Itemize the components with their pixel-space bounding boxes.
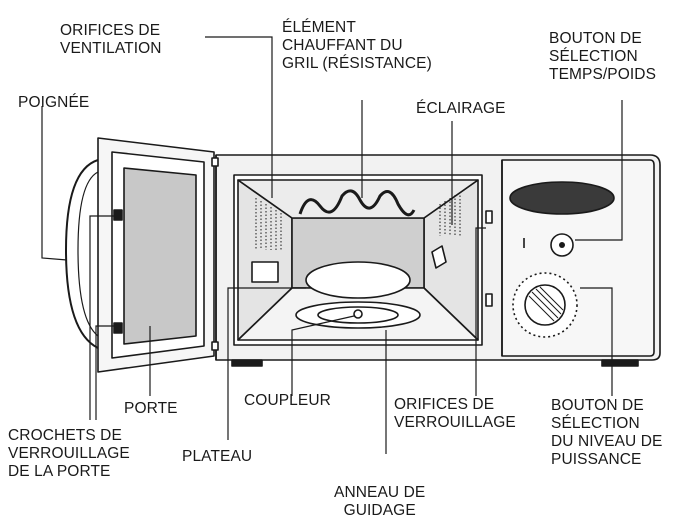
timer-knob-center [559, 242, 565, 248]
hinge-top [211, 157, 219, 167]
leader-plateau [227, 287, 306, 440]
grill-element [298, 189, 416, 217]
lock-hole-bottom [485, 293, 493, 307]
coupler [353, 309, 363, 319]
label-crochets: CROCHETS DE VERROUILLAGE DE LA PORTE [8, 427, 130, 480]
leader-bouton-temps [575, 100, 623, 241]
door-window [123, 167, 197, 345]
label-poignee: POIGNÉE [18, 94, 90, 111]
light-grille [439, 192, 461, 236]
label-coupleur: COUPLEUR [244, 392, 331, 409]
glass-tray [305, 261, 411, 299]
leader-poignee [41, 106, 68, 261]
oven-foot-left [231, 359, 263, 367]
label-plateau: PLATEAU [182, 448, 253, 465]
label-porte: PORTE [124, 400, 178, 417]
label-eclairage: ÉCLAIRAGE [416, 100, 506, 117]
light-bracket [431, 245, 447, 269]
leader-orifices-ventilation [205, 36, 273, 198]
leader-coupleur [291, 315, 355, 396]
label-element-chauffant: ÉLÉMENT CHAUFFANT DU GRIL (RÉSISTANCE) [282, 19, 432, 72]
leader-lines [41, 36, 623, 454]
leader-bouton-puissance [580, 287, 613, 396]
leader-orifices-verrouillage [475, 227, 486, 396]
door-hook-top [113, 209, 123, 221]
label-bouton-puissance: BOUTON DE SÉLECTION DU NIVEAU DE PUISSAN… [551, 397, 663, 468]
ventilation-holes [255, 198, 282, 250]
label-orifices-verrouillage: ORIFICES DE VERROUILLAGE [394, 396, 516, 431]
oven-foot-right [601, 359, 639, 367]
label-anneau: ANNEAU DE GUIDAGE [334, 484, 426, 519]
roller-ring-inner [317, 306, 399, 324]
lock-hole-top [485, 210, 493, 224]
hinge-bottom [211, 341, 219, 351]
door-handle-inner [77, 171, 99, 337]
label-orifices-ventilation: ORIFICES DE VENTILATION [60, 22, 162, 57]
leader-crochets-2 [95, 325, 114, 420]
label-bouton-temps: BOUTON DE SÉLECTION TEMPS/POIDS [549, 30, 657, 83]
waveguide-cover [251, 261, 279, 283]
microwave-illustration [65, 137, 661, 373]
door-hook-bottom [113, 322, 123, 334]
leader-crochets-1 [89, 215, 114, 420]
display-window [509, 181, 615, 215]
door-handle [65, 159, 99, 349]
power-knob-grip [528, 286, 564, 322]
